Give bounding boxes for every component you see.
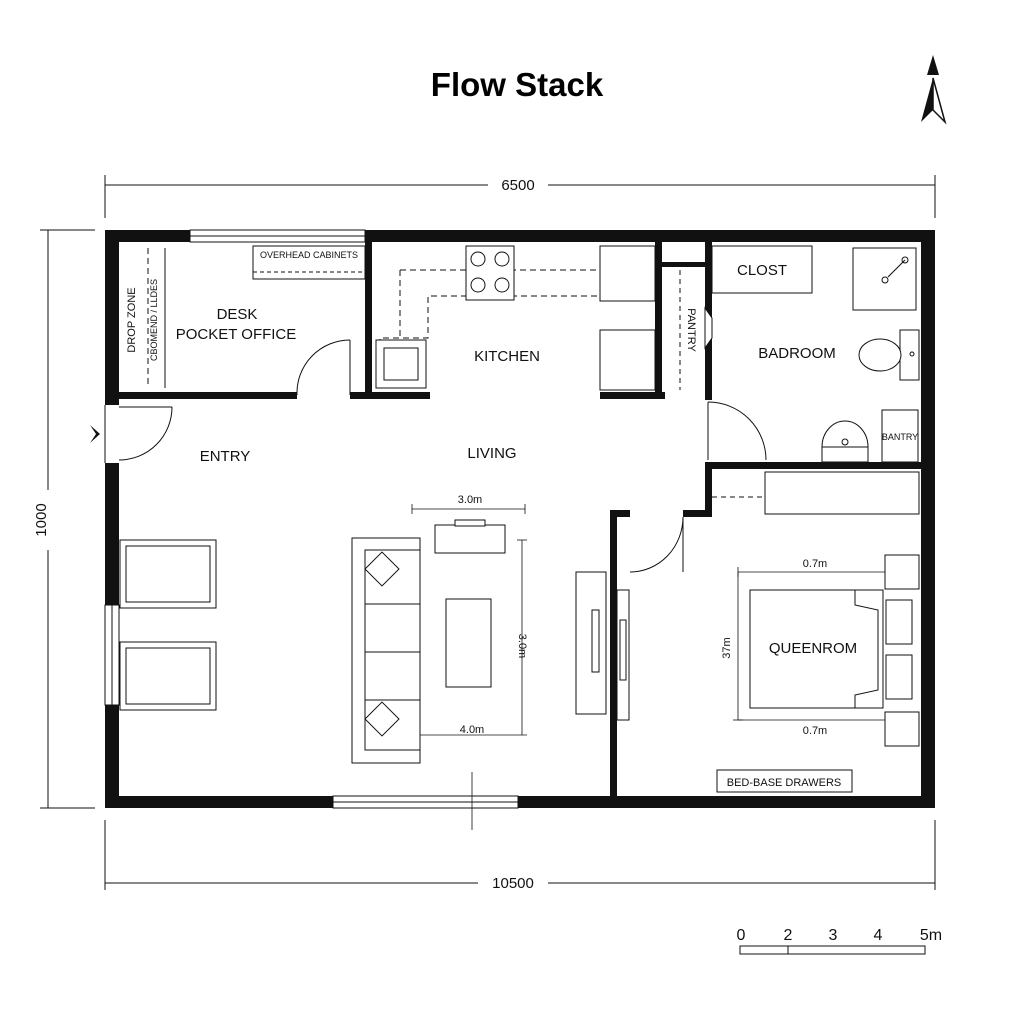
- overhead-cabinets-label: OVERHEAD CABINETS: [260, 250, 358, 260]
- living-dim-bottom: 4.0m: [460, 724, 484, 736]
- fridge-icon: [599, 245, 656, 391]
- top-dimension: [104, 175, 936, 218]
- window-bottom: [332, 795, 519, 809]
- pocket-office-label: POCKET OFFICE: [176, 326, 297, 343]
- window-top: [189, 229, 366, 243]
- desk-door: [296, 339, 351, 396]
- bath-sink-icon: [821, 420, 869, 463]
- bantry-cabinet: [881, 409, 919, 463]
- bedroom-wardrobe: [712, 471, 920, 515]
- stove-icon: [465, 245, 515, 301]
- scale-2: 2: [784, 927, 793, 944]
- shower-icon: [852, 247, 917, 311]
- living-dim-side: 3.0m: [516, 634, 528, 658]
- bathroom-label: BADROOM: [758, 345, 836, 362]
- media-wall: [575, 571, 630, 721]
- scale-bar: [739, 945, 926, 955]
- queen-room-label: QUEENROM: [769, 640, 857, 657]
- bantry-label: BANTRY: [882, 432, 918, 442]
- desk-label: DESK: [217, 306, 258, 323]
- sofa-icon: [351, 537, 421, 764]
- bed-icon: [749, 589, 913, 709]
- pantry-door-icon: [704, 306, 713, 350]
- north-arrow-icon: [921, 55, 947, 125]
- bottom-dimension-label: 10500: [492, 875, 534, 892]
- drop-zone: [147, 248, 166, 388]
- living-dim-top: 3.0m: [458, 494, 482, 506]
- entry-door: [118, 406, 173, 461]
- bed-base-box: [716, 769, 853, 793]
- closet-label: CLOST: [737, 262, 787, 279]
- coffee-table: [445, 598, 492, 688]
- bathroom-door: [707, 401, 767, 461]
- pantry-label: PANTRY: [685, 308, 697, 352]
- entry-bench: [119, 539, 217, 711]
- scale-3: 3: [829, 927, 838, 944]
- bedroom-dim-top: 0.7m: [803, 558, 827, 570]
- entry-arrow-icon: [90, 425, 100, 443]
- window-left: [104, 604, 120, 706]
- bottom-dimension: [104, 820, 936, 890]
- overhead-cabinets: [252, 245, 366, 280]
- kitchen-label: KITCHEN: [474, 348, 540, 365]
- drop-zone-label: DROP ZONE: [126, 287, 138, 352]
- living-dimensions: [411, 504, 527, 830]
- bed-base-label: BED-BASE DRAWERS: [727, 777, 842, 789]
- bedroom-dim-bottom: 0.7m: [803, 725, 827, 737]
- top-dimension-label: 6500: [501, 177, 534, 194]
- toilet-icon: [858, 329, 920, 381]
- bedroom-dimensions: [733, 567, 885, 721]
- living-label: LIVING: [467, 445, 516, 462]
- left-dimension: [40, 229, 95, 809]
- entry-label: ENTRY: [200, 448, 251, 465]
- scale-4: 4: [874, 927, 883, 944]
- left-dimension-label: 1000: [33, 503, 50, 536]
- scale-5m: 5m: [920, 927, 942, 944]
- closet: [711, 245, 813, 294]
- plan-title: Flow Stack: [431, 66, 604, 103]
- sink-icon: [375, 339, 427, 389]
- nightstands: [884, 554, 920, 747]
- scale-0: 0: [737, 927, 746, 944]
- drop-zone-sublabel: CBOMEND / LLDES: [149, 279, 159, 361]
- bedroom-dim-side: 37m: [721, 637, 733, 658]
- bedroom-door: [629, 516, 684, 573]
- console-icon: [434, 519, 506, 554]
